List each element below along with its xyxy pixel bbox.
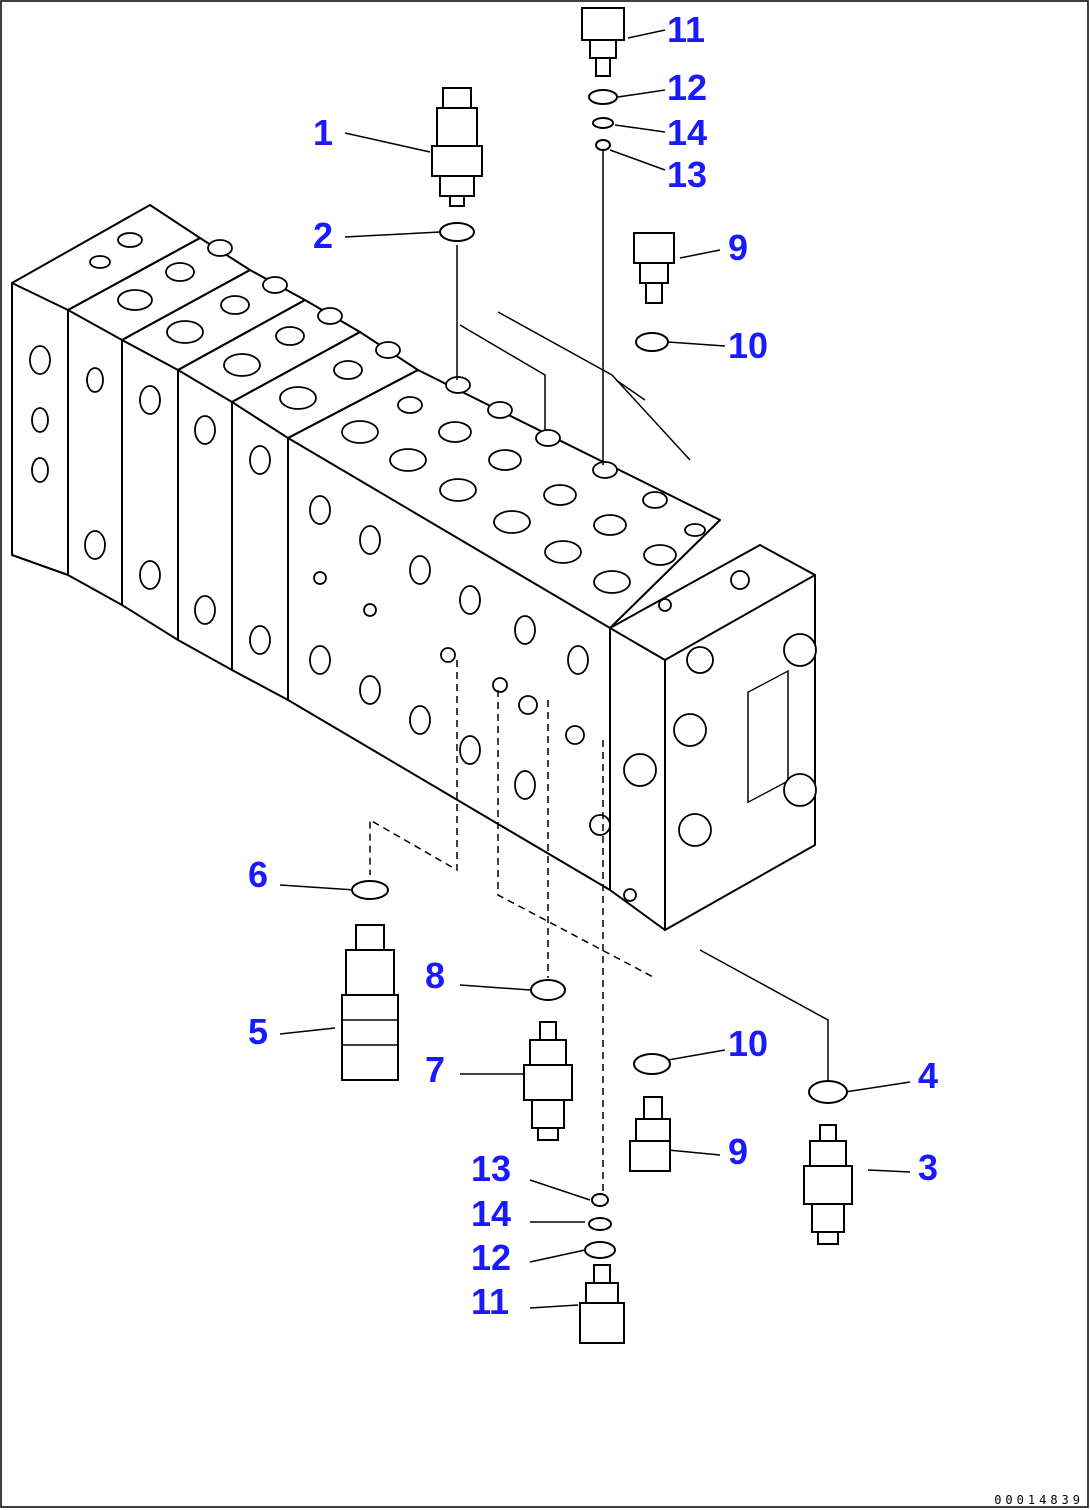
part-10-o-ring-top — [635, 332, 669, 352]
part-12-ring-bottom — [584, 1241, 616, 1259]
callout-14-bottom: 14 — [471, 1193, 512, 1234]
callout-10-bottom: 10 — [728, 1023, 769, 1064]
callout-13-bottom: 13 — [471, 1148, 512, 1189]
drawing-code: 00014839 — [994, 1493, 1084, 1507]
callout-10-top: 10 — [728, 325, 769, 366]
part-11-plug-bottom — [579, 1264, 625, 1344]
part-6-o-ring — [351, 880, 389, 900]
callout-4: 4 — [918, 1055, 939, 1096]
part-2-o-ring — [439, 222, 475, 242]
part-1-valve — [431, 87, 483, 207]
callout-13-top: 13 — [667, 154, 708, 195]
callout-11-top: 11 — [667, 9, 706, 50]
part-11-plug-top — [581, 7, 625, 77]
callout-8: 8 — [425, 955, 446, 996]
part-13-ring-top — [595, 139, 611, 151]
part-13-ring-bottom — [591, 1193, 609, 1207]
callout-7: 7 — [425, 1049, 446, 1090]
callout-3: 3 — [918, 1147, 939, 1188]
part-8-o-ring — [530, 979, 566, 1001]
part-14-ring-bottom — [588, 1217, 612, 1231]
part-12-ring-top — [588, 89, 618, 105]
part-4-o-ring — [808, 1080, 848, 1104]
callout-9-top: 9 — [728, 227, 749, 268]
part-14-ring-top — [592, 117, 614, 129]
callout-12-top: 12 — [667, 67, 708, 108]
callout-2: 2 — [313, 215, 334, 256]
callout-9-bottom: 9 — [728, 1131, 749, 1172]
callout-14-top: 14 — [667, 112, 708, 153]
callout-5: 5 — [248, 1011, 269, 1052]
callout-6: 6 — [248, 854, 269, 895]
part-5-valve — [341, 924, 399, 1081]
part-10-o-ring-bottom — [633, 1053, 671, 1075]
valve-top-ports — [89, 232, 706, 594]
control-valve-body — [11, 204, 817, 931]
part-9-plug-bottom — [629, 1096, 671, 1172]
callout-11-bottom: 11 — [471, 1281, 510, 1322]
valve-side-ports — [29, 345, 589, 800]
part-7-valve — [523, 1021, 573, 1141]
part-9-plug-top — [633, 232, 675, 304]
callout-12-bottom: 12 — [471, 1237, 512, 1278]
callout-1: 1 — [313, 112, 334, 153]
part-3-valve — [803, 1124, 853, 1245]
leader-lines — [279, 29, 911, 1309]
